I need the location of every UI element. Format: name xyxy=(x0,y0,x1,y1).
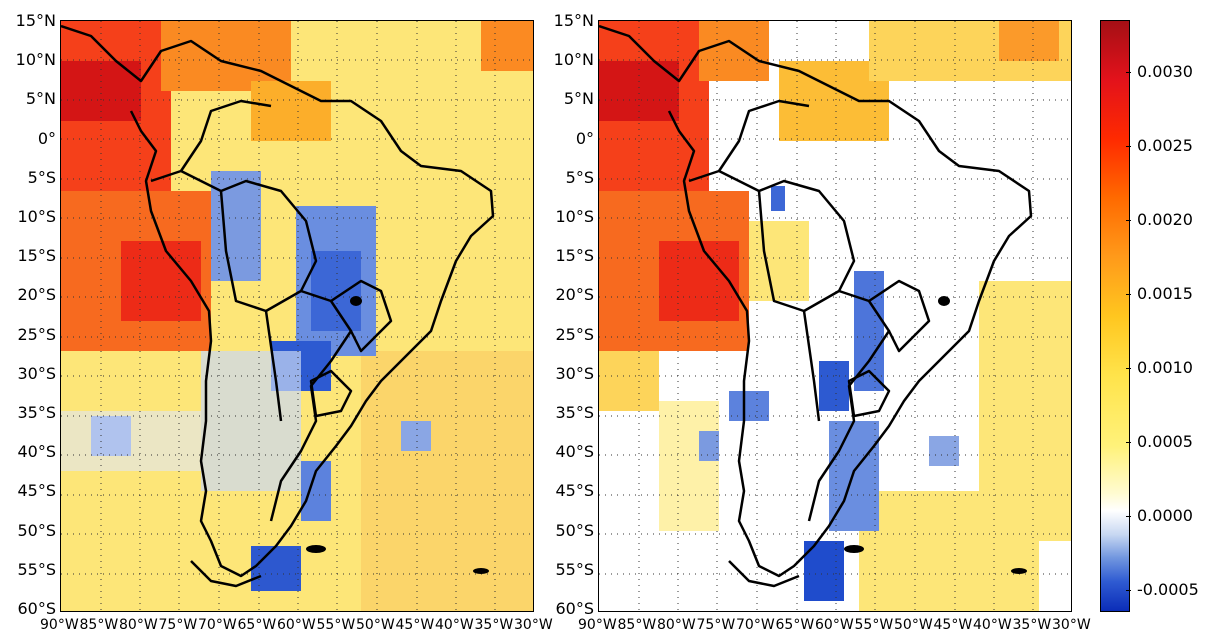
latitude-label: 35°S xyxy=(555,403,594,422)
latitude-label: 5°S xyxy=(565,167,594,187)
latitude-label: 5°S xyxy=(27,167,56,187)
latitude-label: 50°S xyxy=(17,520,56,540)
latitude-label: 35°S xyxy=(17,403,56,422)
latitude-label: 30°S xyxy=(17,363,56,383)
map-panel-left xyxy=(60,20,534,612)
latitude-label: 55°S xyxy=(555,559,594,579)
colorbar-tick-label: -0.0005 xyxy=(1137,579,1199,599)
longitude-label: 90°W xyxy=(578,617,617,633)
latitude-label: 20°S xyxy=(17,285,56,305)
longitude-label: 55°W xyxy=(316,617,356,633)
colorbar-tick-label: 0.0010 xyxy=(1137,357,1193,377)
latitude-label: 25°S xyxy=(555,324,594,344)
colorbar-tick-label: 0.0000 xyxy=(1137,505,1193,525)
latitude-label: 15°S xyxy=(555,246,594,266)
latitude-label: 45°S xyxy=(555,481,594,501)
colorbar-tick xyxy=(1126,441,1131,443)
colorbar-tick-label: 0.0030 xyxy=(1137,61,1193,81)
colorbar-tick xyxy=(1126,293,1131,295)
longitude-label: 65°W xyxy=(237,617,277,633)
latitude-label: 20°S xyxy=(555,285,594,305)
colorbar-tick-label: 0.0015 xyxy=(1137,283,1193,303)
colorbar-tick xyxy=(1126,219,1131,221)
latitude-label: 40°S xyxy=(555,442,594,462)
longitude-label: 60°W xyxy=(277,617,316,633)
colorbar-tick xyxy=(1126,515,1131,517)
longitude-label: 85°W xyxy=(79,617,119,633)
latitude-label: 25°S xyxy=(17,324,56,344)
longitude-label: 40°W xyxy=(435,617,474,633)
longitude-label: 85°W xyxy=(617,617,657,633)
longitude-label: 90°W xyxy=(40,617,79,633)
latitude-label: 10°N xyxy=(553,50,594,70)
longitude-label: 50°W xyxy=(356,617,395,633)
longitude-label: 40°W xyxy=(973,617,1012,633)
longitude-label: 75°W xyxy=(158,617,198,633)
longitude-label: 30°W xyxy=(514,617,553,633)
coastline xyxy=(61,24,495,588)
latitude-label: 0° xyxy=(575,128,594,148)
islands xyxy=(306,296,489,574)
colorbar-tick xyxy=(1126,71,1131,73)
latitude-label: 5°N xyxy=(563,89,594,109)
latitude-label: 10°S xyxy=(555,207,594,226)
latitude-label: 15°S xyxy=(17,246,56,266)
colorbar-tick-label: 0.0005 xyxy=(1137,431,1193,451)
latitude-label: 5°N xyxy=(25,89,56,109)
colorbar xyxy=(1100,20,1130,612)
longitude-label: 80°W xyxy=(657,617,696,633)
trend-map-left xyxy=(61,21,533,611)
longitude-label: 55°W xyxy=(854,617,894,633)
longitude-label: 50°W xyxy=(894,617,933,633)
longitude-label: 35°W xyxy=(474,617,514,633)
latitude-label: 40°S xyxy=(17,442,56,462)
latitude-label: 10°S xyxy=(17,207,56,226)
latitude-label: 60°S xyxy=(17,599,56,618)
longitude-label: 70°W xyxy=(736,617,775,633)
colorbar-tick-label: 0.0020 xyxy=(1137,209,1193,229)
longitude-label: 80°W xyxy=(119,617,158,633)
latitude-label: 15°N xyxy=(15,11,56,30)
longitude-label: 30°W xyxy=(1052,617,1091,633)
latitude-label: 0° xyxy=(37,128,56,148)
map-panel-right xyxy=(598,20,1072,612)
islands xyxy=(844,296,1027,574)
colorbar-tick xyxy=(1126,367,1131,369)
latitude-label: 55°S xyxy=(17,559,56,579)
longitude-label: 70°W xyxy=(198,617,237,633)
latitude-label: 45°S xyxy=(17,481,56,501)
colorbar-tick xyxy=(1126,589,1131,591)
longitude-label: 60°W xyxy=(815,617,854,633)
latitude-label: 30°S xyxy=(555,363,594,383)
colorbar-tick-label: 0.0025 xyxy=(1137,135,1193,155)
colorbar-tick xyxy=(1126,145,1131,147)
coastline xyxy=(599,24,1033,588)
longitude-label: 45°W xyxy=(933,617,973,633)
longitude-label: 45°W xyxy=(395,617,435,633)
latitude-label: 50°S xyxy=(555,520,594,540)
trend-map-right xyxy=(599,21,1071,611)
longitude-label: 65°W xyxy=(775,617,815,633)
longitude-label: 35°W xyxy=(1012,617,1052,633)
latitude-label: 15°N xyxy=(553,11,594,30)
latitude-label: 10°N xyxy=(15,50,56,70)
longitude-label: 75°W xyxy=(696,617,736,633)
latitude-label: 60°S xyxy=(555,599,594,618)
